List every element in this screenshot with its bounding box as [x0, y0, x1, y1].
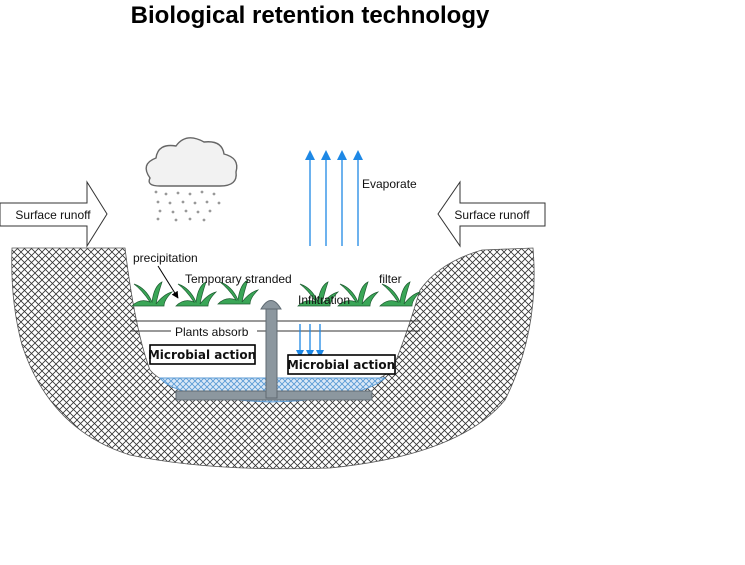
- precipitation-label: precipitation: [133, 251, 198, 265]
- microbial-action-box-right: [287, 354, 396, 375]
- down-arrow-icon: [296, 324, 324, 358]
- surface-runoff-label-left: Surface runoff: [15, 208, 91, 222]
- up-arrow-icon: [305, 150, 363, 246]
- drain-pipe-icon: [175, 300, 373, 401]
- plants-absorb-label: Plants absorb: [175, 325, 249, 339]
- rain-cloud-icon: [145, 137, 238, 222]
- surface-runoff-arrow-left: [0, 180, 108, 248]
- temporary-stranded-label: Temporary stranded: [185, 272, 292, 286]
- evaporate-label: Evaporate: [362, 177, 417, 191]
- surface-runoff-arrow-right: [437, 180, 546, 248]
- plants-absorb-label-bg: [171, 324, 257, 338]
- microbial-action-label-right: Microbial action: [287, 358, 395, 372]
- infiltration-label: Infiltration: [298, 293, 350, 307]
- microbial-action-box-left: [149, 344, 256, 365]
- diagram-title: Biological retention technology: [130, 2, 490, 29]
- surface-runoff-label-right: Surface runoff: [454, 208, 530, 222]
- filter-label: filter: [379, 272, 402, 286]
- precipitation-pointer: [157, 265, 179, 299]
- microbial-action-label-left: Microbial action: [148, 348, 256, 362]
